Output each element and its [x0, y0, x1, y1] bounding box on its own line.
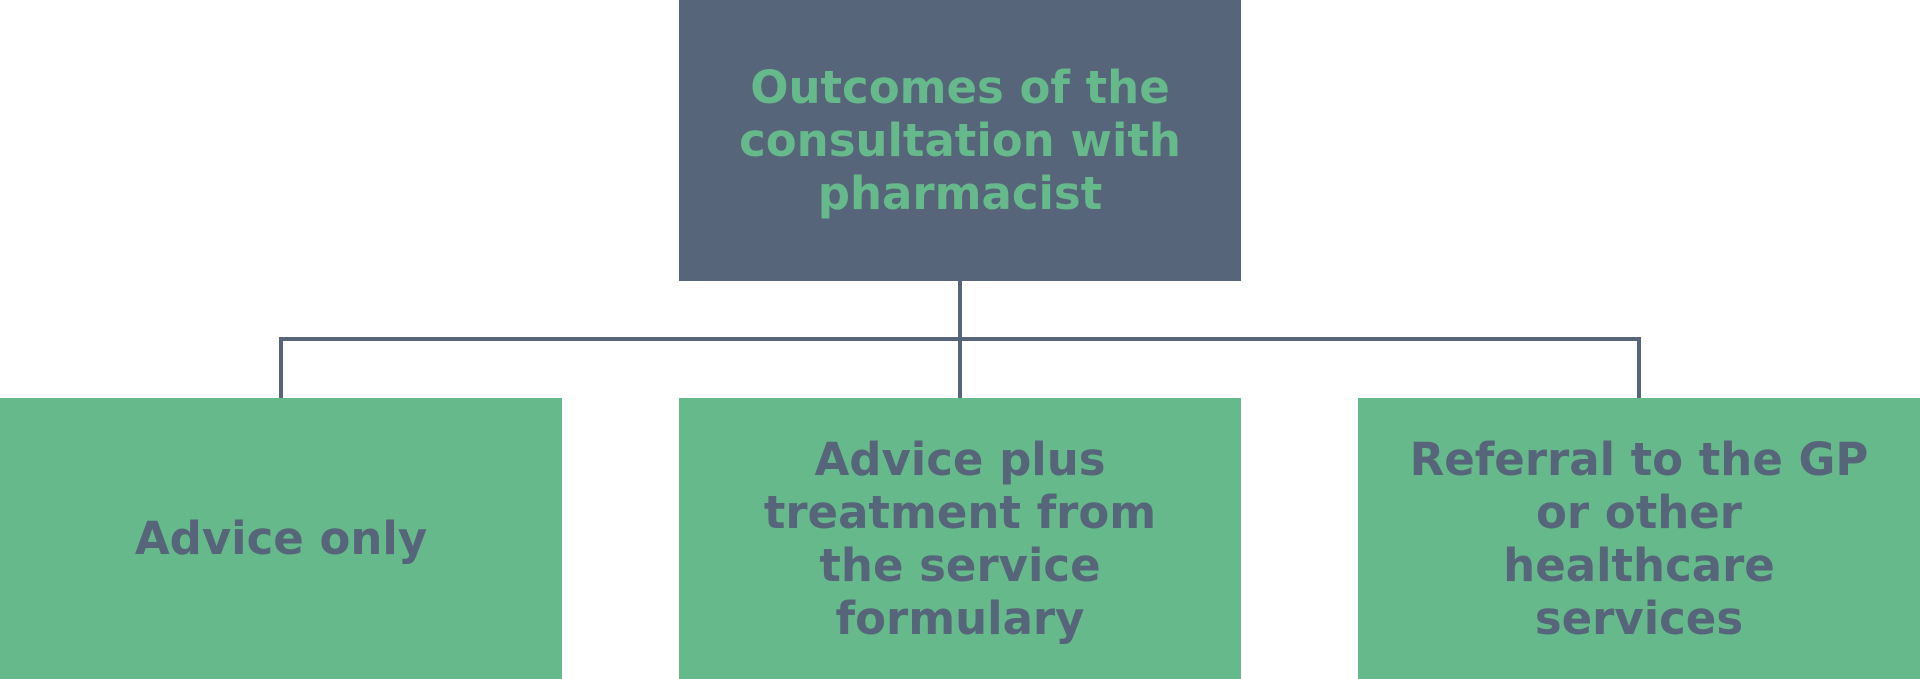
- child-node-label: Advice only: [134, 512, 428, 565]
- child-node-label: Advice plus treatment from the service f…: [763, 432, 1157, 645]
- root-node-label: Outcomes of the consultation with pharma…: [739, 61, 1181, 220]
- child-node-label: Referral to the GP or other healthcare s…: [1409, 432, 1869, 645]
- child-node-referral: Referral to the GP or other healthcare s…: [1358, 398, 1920, 679]
- root-node: Outcomes of the consultation with pharma…: [679, 0, 1241, 281]
- child-node-advice-only: Advice only: [0, 398, 562, 679]
- child-node-advice-plus-treatment: Advice plus treatment from the service f…: [679, 398, 1241, 679]
